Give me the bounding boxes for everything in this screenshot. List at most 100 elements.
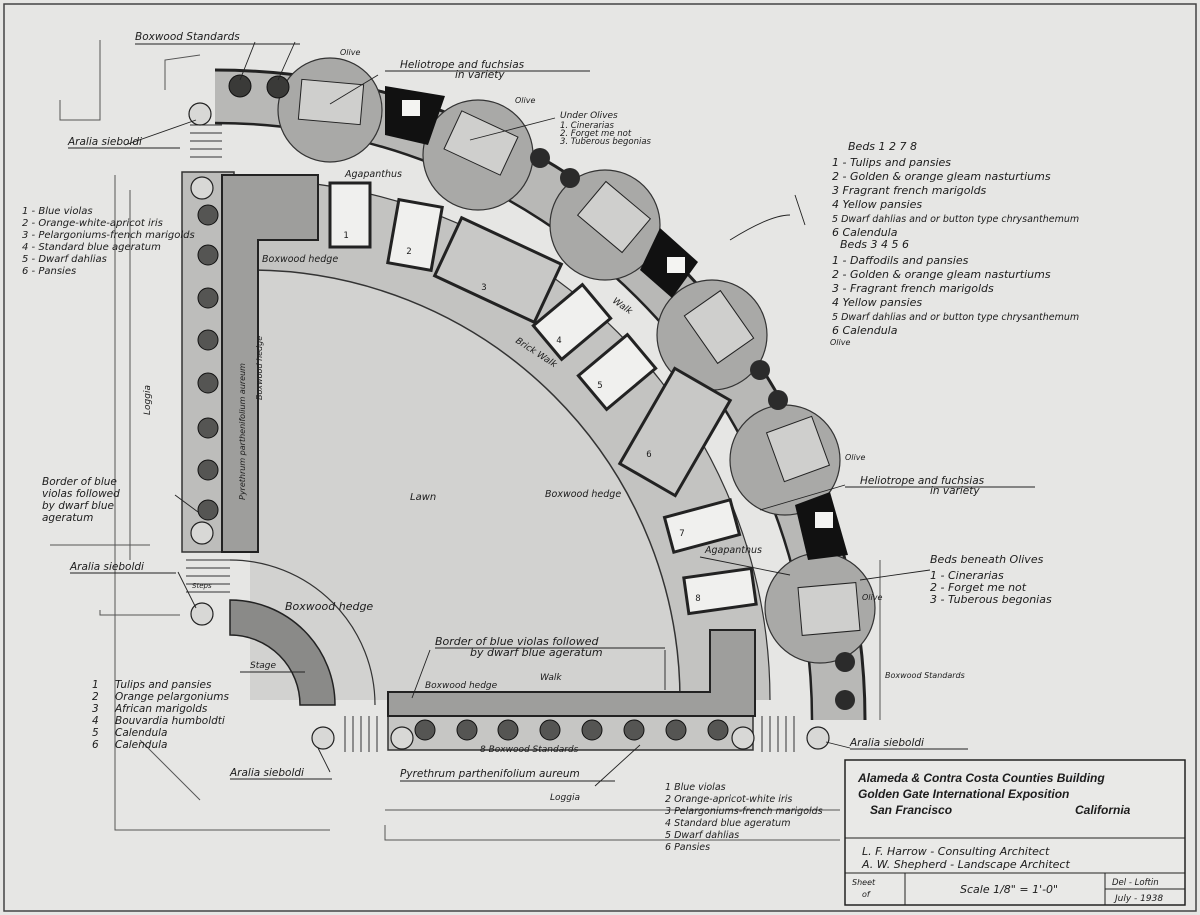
label-walk-bottom: Walk <box>540 673 562 683</box>
label-heliotrope-right: Heliotrope and fuchsias <box>860 475 985 487</box>
label-border-left-1: Border of blue <box>42 476 117 488</box>
legend-item: 4 - Standard blue ageratum <box>22 242 161 253</box>
title-scale: Scale 1/8" = 1'-0" <box>960 883 1058 896</box>
bed-number: 8 <box>695 594 700 604</box>
label-walk-arc: Walk <box>610 296 634 317</box>
sheet-border <box>3 3 1197 912</box>
legend-item: 4 Yellow pansies <box>832 198 922 211</box>
legend-item: 3 Fragrant french marigolds <box>832 184 987 197</box>
label-steps: Steps <box>192 582 212 590</box>
label-lawn: Lawn <box>410 492 436 503</box>
title-architect: L. F. Harrow - Consulting Architect <box>862 845 1050 858</box>
bed-number: 6 <box>646 450 651 460</box>
bottom-l-bed <box>387 629 756 717</box>
bed-number: 3 <box>481 283 486 293</box>
legend-item: 3 - Tuberous begonias <box>930 593 1052 606</box>
legend-item: Calendula <box>115 727 167 739</box>
legend-item: 3 - Pelargoniums-french marigolds <box>22 230 195 241</box>
label-olive: Olive <box>515 96 535 105</box>
label-border-bottom-1: Border of blue violas followed <box>435 635 599 648</box>
label-boxwood-hedge-4: Boxwood hedge <box>425 681 498 691</box>
label-under-olives-item: 3. Tuberous begonias <box>560 137 652 147</box>
label-agapanthus: Agapanthus <box>344 169 402 180</box>
legend-item: 1 - Cinerarias <box>930 569 1004 582</box>
title-line-1: Alameda & Contra Costa Counties Building <box>857 771 1105 785</box>
legend-item: 5 Dwarf dahlias and or button type chrys… <box>832 214 1079 225</box>
legend-item: 1 - Blue violas <box>22 206 93 217</box>
legend-item: 3 Pelargoniums-french marigolds <box>665 806 823 817</box>
lawn-area <box>250 270 680 700</box>
bed-4 <box>531 282 613 362</box>
legend-num: 3 <box>92 703 99 715</box>
flower-beds <box>328 181 758 616</box>
legend-title: Beds beneath Olives <box>930 553 1044 566</box>
label-boxwood-hedge-3: Boxwood hedge <box>285 600 373 613</box>
shrub-dots <box>530 148 855 710</box>
label-border-left-4: ageratum <box>42 512 93 524</box>
label-aralia-bottom: Aralia sieboldi <box>229 767 304 779</box>
bed-number-labels: 1 2 3 4 5 6 7 8 <box>343 231 700 604</box>
label-aralia-right: Aralia sieboldi <box>849 737 924 749</box>
label-border-left-2: violas followed <box>42 488 120 500</box>
label-agapanthus-2: Agapanthus <box>704 545 762 556</box>
legend-item: Tulips and pansies <box>115 679 212 691</box>
label-aralia-left: Aralia sieboldi <box>69 561 144 573</box>
legend-stage: 1 2 3 4 5 6 Tulips and pansies Orange pe… <box>92 679 229 751</box>
label-under-olives: Under Olives <box>560 111 618 121</box>
legend-beneath-olives: Beds beneath Olives 1 - Cinerarias 2 - F… <box>930 553 1052 606</box>
title-landscape: A. W. Shepherd - Landscape Architect <box>861 858 1070 871</box>
boxwood-standards-bottom <box>414 719 729 741</box>
legend-item: Bouvardia humboldti <box>115 715 225 727</box>
title-state: California <box>1075 803 1131 817</box>
legend-title: Beds 3 4 5 6 <box>840 238 909 251</box>
label-boxwood-hedge: Boxwood hedge <box>262 254 338 265</box>
steps-left <box>186 559 230 593</box>
bed-number: 2 <box>406 247 411 257</box>
stage <box>229 599 336 706</box>
legend-beds-1278: Beds 1 2 7 8 1 - Tulips and pansies 2 - … <box>832 140 1079 239</box>
legend-item: 6 Calendula <box>832 324 898 337</box>
heliotrope-bed-centers <box>402 100 833 528</box>
legend-item: Calendula <box>115 739 167 751</box>
bed-6 <box>617 366 733 498</box>
title-date: July - 1938 <box>1113 894 1163 904</box>
label-aralia-top: Aralia sieboldi <box>67 136 142 148</box>
leader-lines <box>124 41 931 787</box>
bed-number: 4 <box>556 336 561 346</box>
label-olive-3: Olive <box>845 453 865 462</box>
title-line-2: Golden Gate International Exposition <box>858 787 1069 801</box>
label-olive-5: Olive <box>830 338 850 347</box>
legend-item: African marigolds <box>114 703 208 715</box>
legend-item: 4 Yellow pansies <box>832 296 922 309</box>
legend-item: Orange pelargoniums <box>115 691 229 703</box>
olive-band <box>215 70 865 720</box>
legend-item: 3 - Fragrant french marigolds <box>832 282 994 295</box>
boxwood-hedge-inner <box>249 269 681 701</box>
label-boxwood-standards-bottom: 8 Boxwood Standards <box>480 745 579 755</box>
title-block: Alameda & Contra Costa Counties Building… <box>844 759 1186 906</box>
label-pyrethrum-bottom: Pyrethrum parthenifolium aureum <box>400 768 580 780</box>
label-boxwood-hedge-left: Boxwood hedge <box>255 336 264 400</box>
label-heliotrope-right-2: in variety <box>930 485 980 497</box>
legend-num: 6 <box>92 739 99 751</box>
label-under-olives-item: 2. Forget me not <box>560 129 632 139</box>
title-sheet-of: of <box>862 890 871 899</box>
legend-title: Beds 1 2 7 8 <box>848 140 917 153</box>
label-border-left-3: by dwarf blue <box>42 500 114 512</box>
steps-top <box>190 124 222 158</box>
legend-item: 6 - Pansies <box>22 266 76 277</box>
legend-item: 2 Orange-apricot-white iris <box>665 794 792 805</box>
bed-8 <box>682 566 758 616</box>
label-pyrethrum-left: Pyrethrum parthenifolium aureum <box>238 363 247 500</box>
label-stage: Stage <box>250 661 276 671</box>
legend-item: 2 - Forget me not <box>930 581 1027 594</box>
label-border-bottom-2: by dwarf blue ageratum <box>470 646 603 659</box>
label-heliotrope-top: Heliotrope and fuchsias <box>400 59 525 71</box>
stage-edge <box>229 559 376 706</box>
legend-item: 4 Standard blue ageratum <box>665 818 790 829</box>
legend-item: 6 Calendula <box>832 226 898 239</box>
legend-item: 1 Blue violas <box>665 782 726 793</box>
label-boxwood-hedge-2: Boxwood hedge <box>545 489 621 500</box>
